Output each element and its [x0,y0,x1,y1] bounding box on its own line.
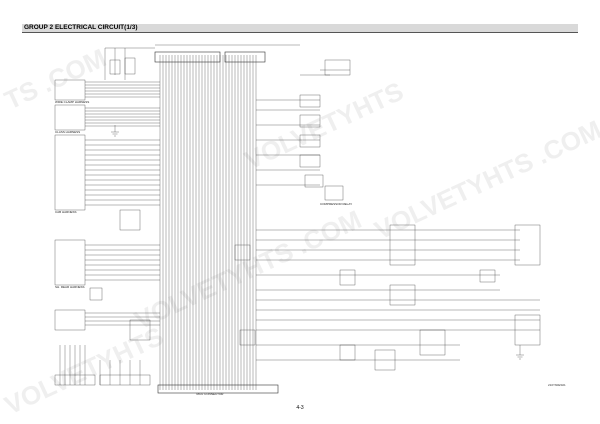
bottom-left-connector [54,374,96,386]
mid-component-4 [89,287,103,301]
ground-symbol [111,125,119,137]
compressor-relay-label: COMPRESSOR RELAY [320,202,352,206]
right-connector-5 [419,329,446,356]
page-number: 4-3 [296,405,304,411]
mid-component-6 [239,329,256,346]
right-connector-1 [389,224,416,266]
left-block-2-label: CLASS HARNESS [55,130,80,134]
svg-text:VOLVETYHTS: VOLVETYHTS [240,76,408,176]
left-block-3-label: CAB HARNESS [55,210,77,214]
svg-text:TS .COM: TS .COM [0,42,111,115]
ground-symbol-2 [516,345,524,360]
mid-component-2 [234,244,251,261]
left-harness-3 [54,134,160,211]
svg-text:VOLVETYHTS .COM: VOLVETYHTS .COM [130,204,366,335]
header-bar [22,24,578,33]
bottom-connector [157,384,279,394]
right-component-1 [479,269,496,283]
wiring [54,44,541,394]
right-component-3 [339,344,356,361]
top-connector [154,51,221,63]
left-harness-4 [54,239,160,286]
right-component-2 [374,349,396,371]
right-wiring [256,69,540,361]
main-wire-bundle [159,55,257,390]
top-connector-right [224,51,266,63]
right-connector-4 [514,314,541,346]
drawing-code: 210Y60ES01 [548,383,566,387]
page-title: GROUP 2 ELECTRICAL CIRCUIT(1/3) [24,24,138,31]
component-r4 [299,154,321,168]
left-harness-2 [54,104,160,131]
mid-component-3 [129,319,151,341]
left-harness-1 [54,79,160,101]
left-block-1-label: WIRE CLAMP HARNESS [55,100,89,104]
left-block-4-label: SH. REAR HARNESS [55,285,85,289]
compressor-relay-box [324,185,344,201]
component-r3 [299,134,321,148]
component-r1 [299,94,321,108]
right-connector-3 [389,284,416,306]
bottom-mid-connector [99,374,151,386]
component-top-right [324,59,351,76]
component-r2 [299,114,321,128]
right-connector-2 [514,224,541,266]
mid-component-1 [119,209,141,231]
mid-component-5 [339,269,356,286]
relay-left-2 [124,57,136,75]
relay-left [109,59,121,75]
bottom-connector-label: MCU CONNECTOR [197,392,225,396]
svg-text:VOLVETYHTS .COM: VOLVETYHTS .COM [370,114,600,245]
component-r5 [304,174,324,188]
left-harness-5 [54,309,160,331]
